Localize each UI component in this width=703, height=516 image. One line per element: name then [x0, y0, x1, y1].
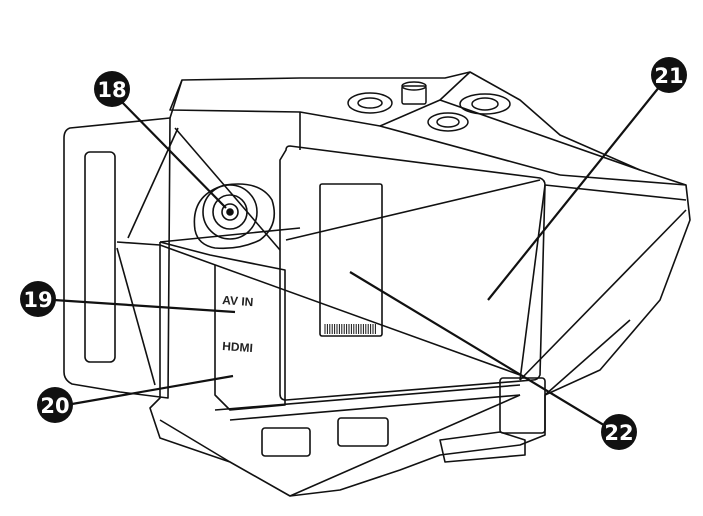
callout-18-label: 18: [97, 78, 126, 102]
top-knob-1-inner: [357, 97, 383, 109]
leader-line-22: [349, 271, 613, 431]
left-mount-diagonal: [116, 247, 156, 386]
top-knob-2: [427, 112, 469, 132]
bottom-vent-2: [337, 417, 389, 447]
top-face-ridge: [379, 125, 561, 176]
ribbon-pins: [324, 324, 376, 334]
housing-outline: [149, 71, 691, 497]
left-mount-slot: [84, 151, 116, 363]
left-mount-plate: [63, 117, 171, 399]
top-antenna: [401, 85, 427, 105]
device-body: [63, 71, 691, 497]
ribbon-body: [319, 183, 383, 337]
top-knob-3-inner: [471, 97, 499, 111]
bottom-foot: [439, 431, 526, 463]
right-face-line-4: [544, 319, 631, 396]
top-face-ridge-2: [439, 99, 641, 171]
right-face-line-3: [519, 209, 687, 381]
callout-22: 22: [601, 414, 637, 450]
left-mount-edge: [116, 241, 161, 246]
leader-line-20: [71, 374, 234, 406]
left-mount-diagonal-2: [127, 127, 179, 239]
ribbon-connector: [319, 183, 383, 337]
bottom-connector: [499, 377, 546, 434]
camera-knob: [193, 183, 276, 250]
leader-line-18: [117, 97, 227, 209]
left-face-top-diag: [174, 127, 281, 251]
bottom-vent-1: [261, 427, 311, 457]
bottom-face-line-3: [229, 394, 521, 421]
hdmi-label: HDMI: [222, 339, 254, 355]
callout-19: 19: [20, 281, 56, 317]
bottom-face-line-4: [289, 394, 521, 497]
leader-lines: [53, 85, 661, 431]
camera-knob-mid: [212, 194, 248, 230]
camera-knob-outer: [202, 184, 258, 240]
top-knob-3: [459, 93, 511, 115]
bottom-face-line: [214, 384, 521, 411]
screen-panel: [279, 145, 546, 401]
callout-19-label: 19: [23, 288, 52, 312]
top-face: [169, 71, 471, 127]
left-face-diag: [159, 244, 521, 376]
top-face-ridge-3: [559, 174, 687, 186]
left-face-line: [159, 227, 301, 243]
screen-panel-diag: [285, 179, 541, 241]
leader-line-21: [487, 85, 661, 301]
callout-18: 18: [94, 71, 130, 107]
camera-knob-center: [226, 208, 234, 216]
callout-20: 20: [37, 387, 73, 423]
callout-21: 21: [651, 57, 687, 93]
leader-line-19: [53, 298, 236, 314]
right-face-line-2: [519, 184, 546, 381]
right-face-line: [544, 184, 687, 201]
top-antenna-cap: [401, 81, 427, 91]
bottom-face-line-2: [159, 419, 231, 463]
callout-22-label: 22: [604, 421, 633, 445]
top-knob-2-inner: [436, 116, 460, 128]
top-controls: [347, 81, 511, 132]
callout-20-label: 20: [40, 394, 69, 418]
camera-knob-inner: [221, 203, 239, 221]
top-knob-1: [347, 92, 393, 114]
callout-21-label: 21: [654, 64, 683, 88]
av-in-label: AV IN: [222, 293, 254, 309]
